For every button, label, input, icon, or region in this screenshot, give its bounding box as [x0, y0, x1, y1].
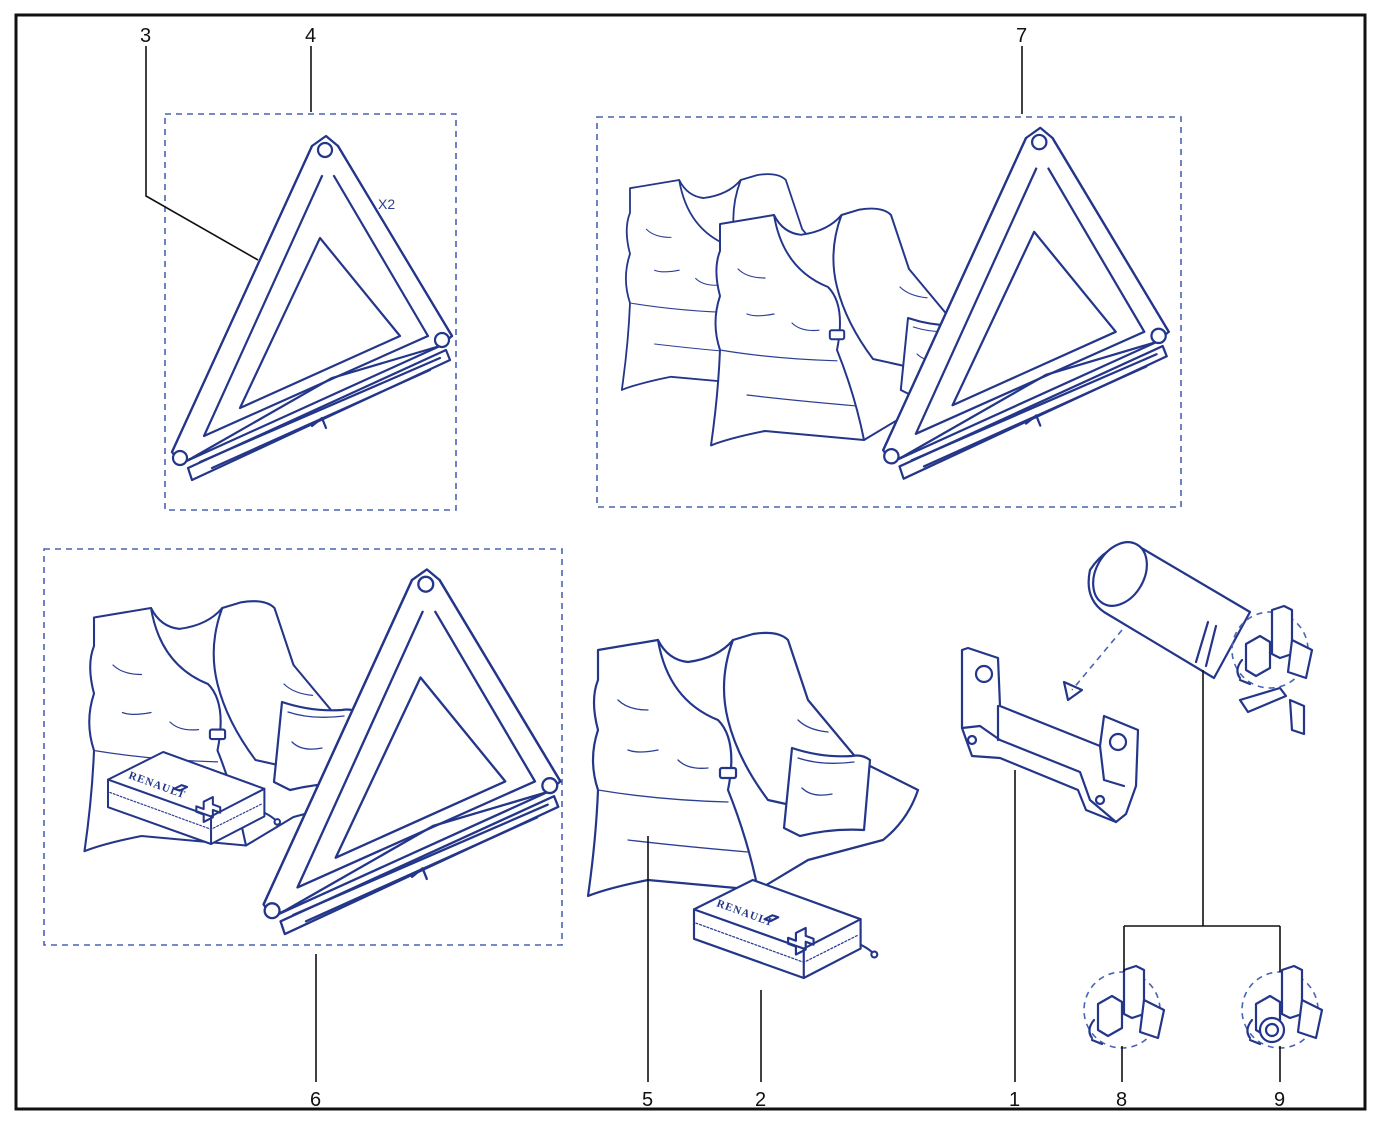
first-aid-kit-illustration: RENAULT	[692, 878, 879, 980]
callout-1: 1	[1009, 1089, 1020, 1111]
group-box-7	[596, 116, 1182, 508]
safety-vests-illustration	[586, 631, 920, 898]
group-box-4	[164, 113, 457, 511]
quantity-note: X2	[378, 196, 395, 212]
callout-7: 7	[1016, 25, 1027, 47]
callout-6: 6	[310, 1089, 321, 1111]
warning-triangle-illustration	[170, 134, 454, 482]
leader-lines	[145, 46, 1281, 1082]
extinguisher-bracket-illustration	[960, 629, 1140, 824]
callout-5: 5	[642, 1089, 653, 1111]
callout-4: 4	[305, 25, 316, 47]
callout-3: 3	[140, 25, 151, 47]
callout-2: 2	[755, 1089, 766, 1111]
valve-variant-9-illustration	[1240, 964, 1324, 1050]
callout-9: 9	[1274, 1089, 1285, 1111]
callout-8: 8	[1116, 1089, 1127, 1111]
kit-6-first-aid-illustration: RENAULT	[106, 750, 282, 846]
valve-variant-8-illustration	[1082, 964, 1166, 1050]
outer-frame	[14, 13, 1367, 1111]
fire-extinguisher-illustration	[1087, 541, 1314, 736]
group-box-6	[43, 548, 563, 946]
